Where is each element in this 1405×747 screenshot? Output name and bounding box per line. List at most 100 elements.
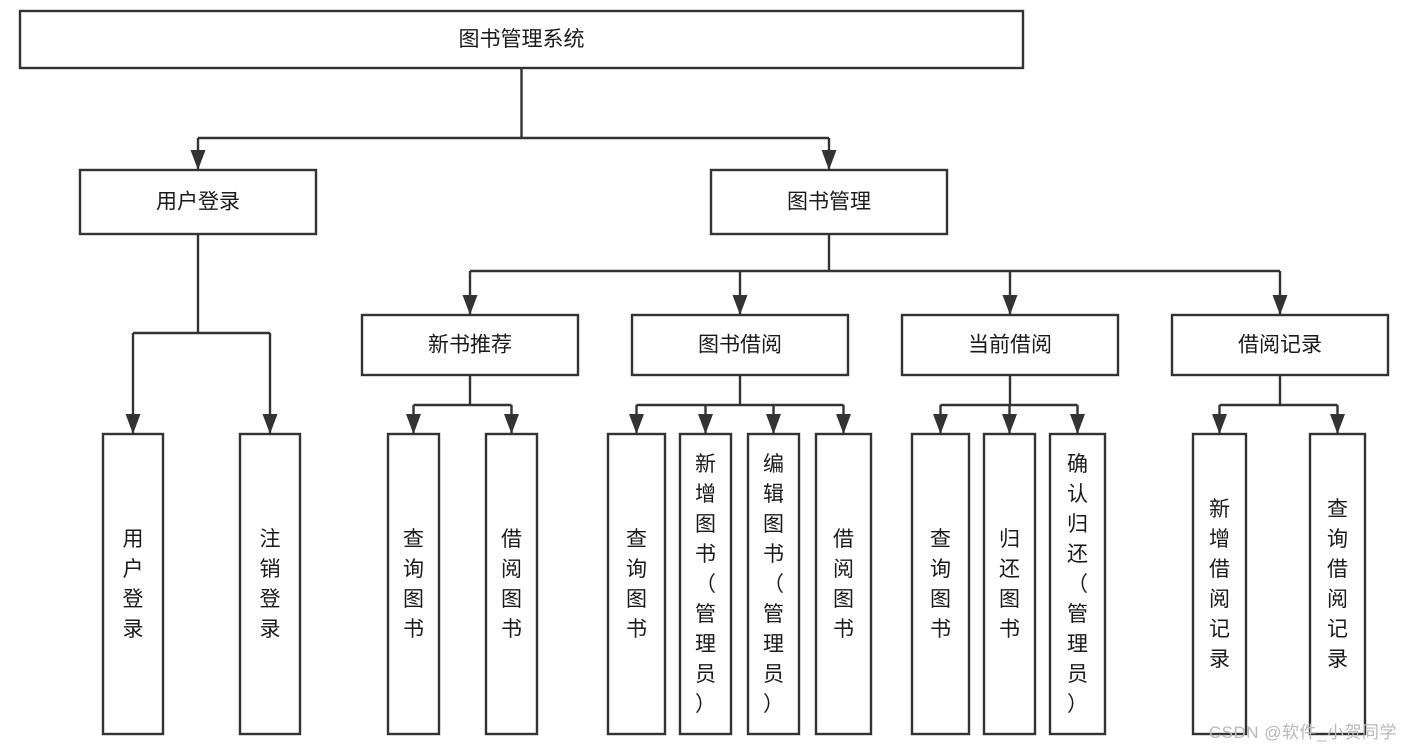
node-leaf-5[interactable] [606, 432, 667, 736]
node-label-level2-1: 用户登录 [156, 191, 240, 214]
svg-text:辑: 辑 [763, 483, 784, 506]
svg-text:归: 归 [999, 528, 1020, 551]
node-leaf-11[interactable] [1048, 432, 1107, 736]
svg-text:阅: 阅 [1327, 588, 1348, 611]
svg-text:书: 书 [930, 618, 951, 641]
svg-text:查: 查 [626, 528, 647, 551]
svg-text:录: 录 [1327, 648, 1348, 671]
svg-text:图: 图 [999, 588, 1020, 611]
svg-text:录: 录 [1209, 648, 1230, 671]
svg-text:增: 增 [1209, 528, 1230, 551]
connector-edges [125, 68, 1345, 434]
node-label-level3-2: 图书借阅 [698, 334, 782, 357]
svg-text:登: 登 [123, 588, 144, 611]
node-leaf-3[interactable] [386, 432, 441, 736]
svg-text:销: 销 [260, 558, 281, 581]
node-leaf-12[interactable] [1191, 432, 1248, 736]
svg-text:借: 借 [833, 528, 854, 551]
svg-text:管: 管 [763, 603, 784, 626]
arrow-head-icon [698, 414, 713, 434]
svg-text:查: 查 [403, 528, 424, 551]
node-leaf-10[interactable] [982, 432, 1037, 736]
svg-text:图: 图 [501, 588, 522, 611]
arrow-head-icon [766, 414, 781, 434]
svg-text:确: 确 [1067, 453, 1088, 476]
svg-text:）: ） [695, 693, 716, 716]
svg-text:查: 查 [930, 528, 951, 551]
node-root-system[interactable] [18, 9, 1025, 70]
svg-text:（: （ [763, 573, 784, 596]
svg-text:书: 书 [403, 618, 424, 641]
svg-text:图: 图 [626, 588, 647, 611]
svg-text:阅: 阅 [833, 558, 854, 581]
svg-text:询: 询 [1327, 528, 1348, 551]
svg-text:（: （ [1067, 573, 1088, 596]
arrow-head-icon [933, 414, 948, 434]
node-leaf-4[interactable] [484, 432, 539, 736]
arrow-head-icon [462, 295, 478, 315]
arrow-head-icon [406, 414, 421, 434]
node-level3-3[interactable] [900, 313, 1120, 377]
node-label-level3-3: 当前借阅 [968, 334, 1052, 357]
svg-text:管: 管 [695, 603, 716, 626]
svg-text:认: 认 [1067, 483, 1088, 506]
node-leaf-7[interactable] [746, 432, 801, 736]
svg-text:员: 员 [1067, 663, 1088, 686]
arrow-head-icon [1272, 295, 1288, 315]
node-level2-1[interactable] [78, 168, 318, 236]
node-leaf-1[interactable] [101, 432, 165, 736]
svg-text:理: 理 [763, 633, 784, 656]
svg-text:）: ） [763, 693, 784, 716]
svg-text:户: 户 [123, 558, 144, 581]
node-leaf-8[interactable] [814, 432, 873, 736]
svg-text:理: 理 [1067, 633, 1088, 656]
svg-text:归: 归 [1067, 513, 1088, 536]
svg-text:图: 图 [763, 513, 784, 536]
svg-text:理: 理 [695, 633, 716, 656]
arrow-head-icon [1002, 414, 1017, 434]
svg-text:员: 员 [763, 663, 784, 686]
arrow-head-icon [1070, 414, 1085, 434]
svg-text:阅: 阅 [501, 558, 522, 581]
arrow-head-icon [629, 414, 644, 434]
svg-text:书: 书 [763, 543, 784, 566]
svg-text:还: 还 [999, 558, 1020, 581]
svg-text:新: 新 [1209, 498, 1230, 521]
svg-text:书: 书 [999, 618, 1020, 641]
svg-text:阅: 阅 [1209, 588, 1230, 611]
svg-text:录: 录 [260, 618, 281, 641]
svg-text:）: ） [1067, 693, 1088, 716]
svg-text:图: 图 [930, 588, 951, 611]
svg-text:录: 录 [123, 618, 144, 641]
node-leaf-9[interactable] [910, 432, 971, 736]
node-level2-2[interactable] [709, 168, 949, 236]
svg-text:书: 书 [833, 618, 854, 641]
svg-text:增: 增 [695, 483, 716, 506]
node-leaf-13[interactable] [1308, 432, 1367, 736]
node-leaf-2[interactable] [238, 432, 302, 736]
svg-text:编: 编 [763, 453, 784, 476]
svg-text:注: 注 [260, 528, 281, 551]
csdn-watermark: CSDN @软件_小贺同学 [1208, 723, 1397, 742]
node-level3-2[interactable] [630, 313, 850, 377]
node-level3-4[interactable] [1170, 313, 1390, 377]
arrow-head-icon [1002, 295, 1018, 315]
node-leaf-6[interactable] [678, 432, 733, 736]
svg-text:书: 书 [501, 618, 522, 641]
svg-text:图: 图 [833, 588, 854, 611]
svg-text:书: 书 [695, 543, 716, 566]
svg-text:查: 查 [1327, 498, 1348, 521]
svg-text:询: 询 [930, 558, 951, 581]
node-level3-1[interactable] [360, 313, 580, 377]
svg-text:还: 还 [1067, 543, 1088, 566]
svg-text:员: 员 [695, 663, 716, 686]
